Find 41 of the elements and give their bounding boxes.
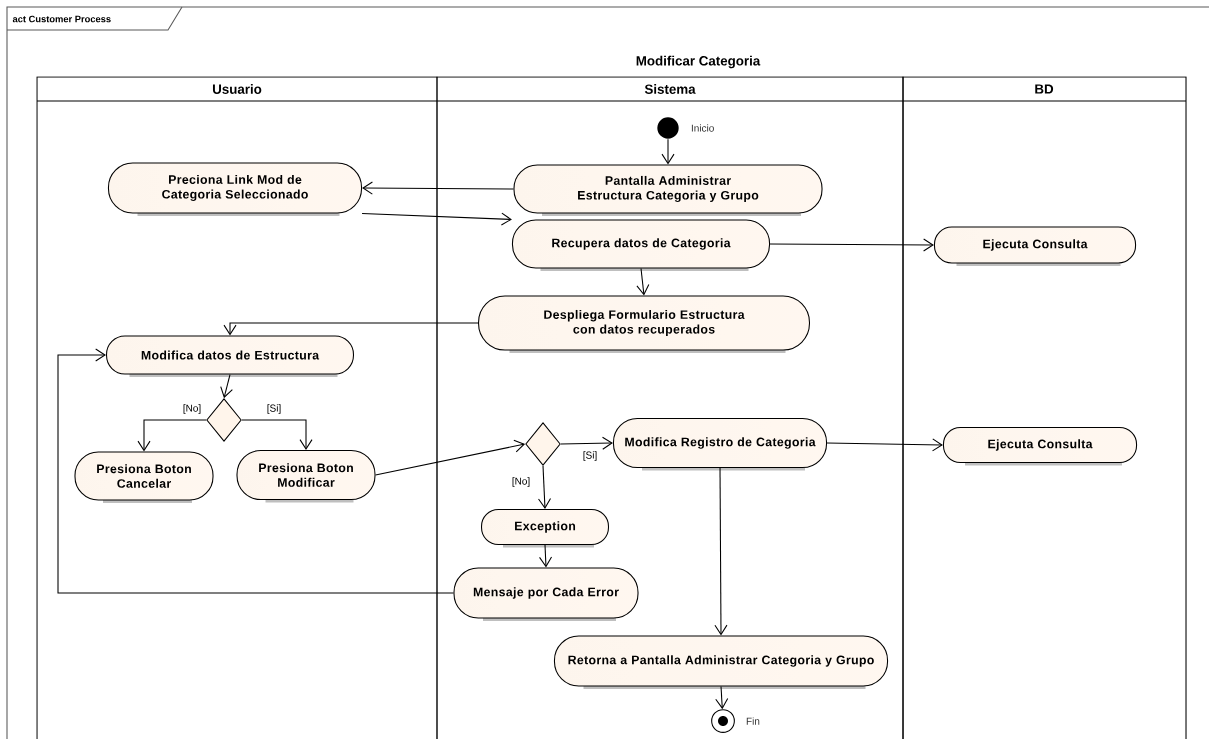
arrow <box>220 374 233 399</box>
action-box: Recupera datos de Categoria <box>511 219 771 271</box>
decision-diamond <box>206 398 242 442</box>
action-box: Retorna a Pantalla Administrar Categoria y Grupo <box>553 635 889 689</box>
edge-label: [No] <box>511 476 531 488</box>
action-box: Presiona Boton Cancelar <box>74 451 214 503</box>
arrow <box>361 212 512 226</box>
decision-diamond <box>525 422 561 466</box>
arrow <box>375 439 526 476</box>
arrow <box>223 322 479 336</box>
node-caption: Fin <box>746 717 760 725</box>
arrow <box>241 419 313 450</box>
action-box: Ejecuta Consulta <box>933 226 1137 266</box>
final-node <box>711 709 735 733</box>
edge-label: [No] <box>182 403 202 415</box>
action-box: Modifica Registro de Categoria <box>612 417 828 471</box>
action-box: Modifica datos de Estructura <box>106 335 354 377</box>
action-box: Presiona Boton Modificar <box>236 449 376 503</box>
action-box: Ejecuta Consulta <box>942 427 1138 466</box>
edge-label: [Si] <box>266 403 282 415</box>
arrow <box>826 438 943 452</box>
arrow <box>714 467 728 636</box>
node-caption: Inicio <box>691 124 714 132</box>
arrow <box>715 686 729 710</box>
arrow <box>362 181 514 195</box>
arrow <box>769 238 934 252</box>
initial-node <box>657 117 679 139</box>
arrow <box>636 268 650 296</box>
arrow <box>57 348 454 594</box>
title: Modificar Categoria <box>636 55 761 69</box>
arrow <box>560 436 613 450</box>
arrow <box>137 419 207 452</box>
action-box: Despliega Formulario Estructura con datos recuperados <box>478 295 810 353</box>
edge-label: [Si] <box>582 450 598 462</box>
action-box: Mensaje por Cada Error <box>453 567 639 621</box>
arrow <box>661 138 675 165</box>
arrow <box>538 465 552 509</box>
action-box: Exception <box>481 509 609 548</box>
arrow <box>539 544 553 568</box>
action-box: Pantalla Administrar Estructura Categoria y Grupo <box>513 164 823 216</box>
action-box: Preciona Link Mod de Categoria Seleccionado <box>107 162 363 216</box>
